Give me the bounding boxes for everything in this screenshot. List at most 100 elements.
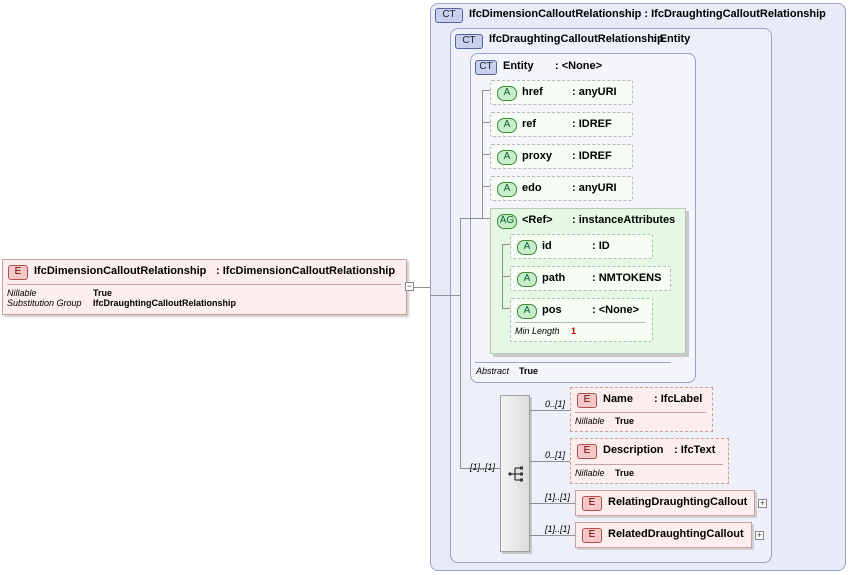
attribute-group-badge: AG	[497, 214, 517, 229]
nillable-label: Nillable	[575, 468, 605, 478]
complex-type-badge: CT	[435, 8, 463, 23]
element-badge: E	[582, 528, 602, 543]
element-label: Name	[603, 393, 633, 405]
abstract-label: Abstract	[476, 366, 510, 376]
child-cardinality: 0..[1]	[545, 399, 566, 409]
min-length-label: Min Length	[515, 326, 560, 336]
sequence-icon	[508, 466, 523, 482]
connector	[502, 276, 512, 277]
attribute-name: ref	[522, 118, 537, 130]
prop-value-nillable: True	[93, 288, 113, 298]
root-element-type: : IfcDimensionCalloutRelationship	[216, 265, 396, 277]
connector	[414, 287, 430, 288]
attribute-type: : IDREF	[572, 118, 612, 130]
attribute-badge: A	[497, 182, 517, 197]
connector	[460, 218, 461, 468]
root-element-name: IfcDimensionCalloutRelationship	[34, 265, 207, 277]
connector	[460, 468, 500, 469]
attribute-group-name: <Ref>	[522, 214, 553, 226]
collapse-toggle[interactable]: −	[405, 281, 414, 291]
element-label: RelatingDraughtingCallout	[608, 496, 748, 508]
divider	[575, 412, 706, 413]
element-label: Description	[603, 444, 664, 456]
connector	[502, 244, 512, 245]
attribute-href[interactable]: A href : anyURI	[490, 80, 633, 105]
inner-complex-type-name: Entity	[503, 60, 534, 72]
mid-complex-type-type: : Entity	[653, 33, 691, 45]
nillable-label: Nillable	[575, 416, 605, 426]
attribute-type: : <None>	[592, 304, 640, 316]
attribute-badge: A	[497, 118, 517, 133]
attribute-name: proxy	[522, 150, 552, 162]
connector	[502, 308, 512, 309]
sequence-compositor[interactable]	[500, 395, 530, 552]
attribute-name: edo	[522, 182, 542, 194]
attribute-name: id	[542, 240, 552, 252]
attribute-proxy[interactable]: A proxy : IDREF	[490, 144, 633, 169]
divider	[575, 464, 723, 465]
connector	[482, 154, 494, 155]
attribute-badge: A	[497, 150, 517, 165]
child-cardinality: 0..[1]	[545, 450, 566, 460]
attribute-type: : IDREF	[572, 150, 612, 162]
prop-label-nillable: Nillable	[7, 288, 37, 298]
connector	[482, 218, 494, 219]
attribute-ref[interactable]: A ref : IDREF	[490, 112, 633, 137]
connector	[430, 295, 460, 296]
prop-label-substitution-group: Substitution Group	[7, 298, 82, 308]
element-description[interactable]: E Description : IfcText Nillable True	[570, 438, 729, 484]
attribute-badge: A	[497, 86, 517, 101]
attribute-edo[interactable]: A edo : anyURI	[490, 176, 633, 201]
attribute-badge: A	[517, 304, 537, 319]
attribute-type: : anyURI	[572, 86, 617, 98]
abstract-value: True	[519, 366, 539, 376]
sequence-cardinality: [1]..[1]	[470, 462, 496, 472]
child-cardinality: [1]..[1]	[545, 492, 571, 502]
attribute-name: pos	[542, 304, 562, 316]
attribute-badge: A	[517, 272, 537, 287]
attribute-type: : NMTOKENS	[592, 272, 662, 284]
attribute-type: : ID	[592, 240, 610, 252]
element-related-draughting-callout[interactable]: E RelatedDraughtingCallout	[575, 522, 752, 548]
complex-type-badge: CT	[475, 60, 497, 75]
mid-complex-type-name: IfcDraughtingCalloutRelationship	[489, 33, 664, 45]
attribute-name: href	[522, 86, 543, 98]
connector	[530, 503, 575, 504]
connector	[530, 535, 575, 536]
divider	[475, 362, 671, 363]
prop-value-substitution-group: IfcDraughtingCalloutRelationship	[93, 298, 236, 308]
divider	[7, 284, 401, 285]
expand-toggle[interactable]: +	[758, 498, 767, 508]
root-element-box[interactable]: E IfcDimensionCalloutRelationship : IfcD…	[2, 259, 407, 315]
element-badge: E	[577, 444, 597, 459]
element-type: : IfcLabel	[654, 393, 703, 405]
connector	[530, 410, 570, 411]
element-type: : IfcText	[674, 444, 716, 456]
attribute-type: : anyURI	[572, 182, 617, 194]
attribute-group-type: : instanceAttributes	[572, 214, 676, 226]
attribute-pos[interactable]: A pos : <None> Min Length 1	[510, 298, 653, 342]
attribute-path[interactable]: A path : NMTOKENS	[510, 266, 671, 291]
connector	[530, 461, 570, 462]
outer-complex-type-title: IfcDimensionCalloutRelationship : IfcDra…	[469, 8, 826, 20]
element-badge: E	[8, 265, 28, 280]
connector	[482, 186, 494, 187]
attribute-badge: A	[517, 240, 537, 255]
element-badge: E	[577, 393, 597, 408]
nillable-value: True	[615, 468, 635, 478]
connector	[460, 218, 482, 219]
inner-complex-type-type: : <None>	[555, 60, 603, 72]
element-name[interactable]: E Name : IfcLabel Nillable True	[570, 387, 713, 432]
connector	[482, 90, 494, 91]
child-cardinality: [1]..[1]	[545, 524, 571, 534]
expand-toggle[interactable]: +	[755, 530, 764, 540]
element-relating-draughting-callout[interactable]: E RelatingDraughtingCallout	[575, 490, 755, 516]
divider	[515, 322, 645, 323]
element-badge: E	[582, 496, 602, 511]
min-length-value: 1	[571, 326, 577, 336]
element-label: RelatedDraughtingCallout	[608, 528, 744, 540]
connector	[482, 122, 494, 123]
complex-type-badge: CT	[455, 34, 483, 49]
attribute-name: path	[542, 272, 566, 284]
attribute-id[interactable]: A id : ID	[510, 234, 653, 259]
